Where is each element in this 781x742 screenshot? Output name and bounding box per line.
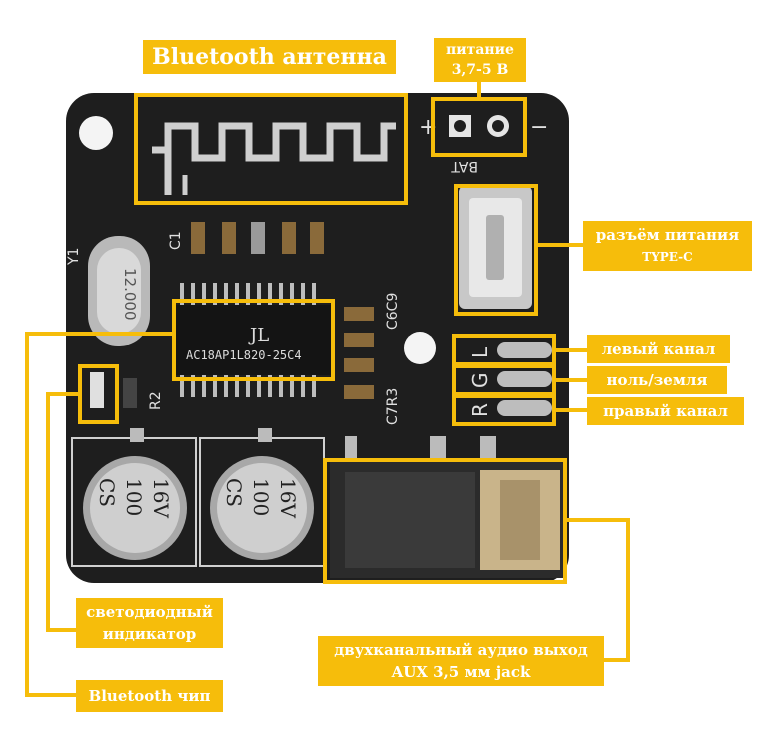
silk-crystal: 12.000 <box>121 268 139 321</box>
label-right-channel: правый канал <box>587 397 744 425</box>
label-antenna-text: Bluetooth антенна <box>152 44 387 70</box>
smd-c6 <box>344 307 374 321</box>
silk-minus: − <box>530 115 548 140</box>
label-left-channel-text: левый канал <box>601 340 716 358</box>
label-power-line2: 3,7-5 В <box>451 62 509 78</box>
electrolytic-capacitor-1: CS 100 16V <box>83 456 187 560</box>
pin-pad-g <box>497 371 552 387</box>
label-audio: двухканальный аудио выход AUX 3,5 мм jac… <box>318 636 604 686</box>
label-chip: Bluetooth чип <box>76 680 223 712</box>
label-left-channel: левый канал <box>587 335 730 363</box>
label-ground-text: ноль/земля <box>606 371 708 389</box>
smd-1 <box>191 222 205 254</box>
smd-c9 <box>344 333 374 347</box>
leader-lines <box>25 82 630 697</box>
pin-pad-r <box>497 400 552 416</box>
svg-text:100: 100 <box>249 478 273 516</box>
silk-bat: BAT <box>451 158 478 174</box>
silk-l: L <box>468 346 492 358</box>
silk-y1: Y1 <box>66 248 82 266</box>
chip-text: AC18AP1L820-25C4 <box>186 348 302 362</box>
label-ground: ноль/земля <box>587 366 727 394</box>
pin-pad-l <box>497 342 552 358</box>
silk-c6c9: C6C9 <box>385 293 401 330</box>
electrolytic-capacitor-2: CS 100 16V <box>210 456 314 560</box>
mounting-hole <box>79 116 113 150</box>
smd-r2 <box>123 378 137 408</box>
svg-text:100: 100 <box>122 478 146 516</box>
audio-jack <box>330 436 567 578</box>
silk-g: G <box>468 373 492 389</box>
smd-3 <box>251 222 265 254</box>
silk-r: R <box>468 403 492 417</box>
led-indicator <box>90 372 104 408</box>
label-audio-line2: AUX 3,5 мм jack <box>391 663 531 681</box>
svg-text:16V: 16V <box>276 478 300 518</box>
board-hole-2 <box>404 332 436 364</box>
bluetooth-chip <box>174 305 332 375</box>
smd-r3 <box>344 385 374 399</box>
svg-text:CS: CS <box>95 478 119 507</box>
chip-pins <box>180 283 316 397</box>
label-typec-line1: разъём питания <box>595 226 740 244</box>
label-led-line2: индикатор <box>102 625 197 643</box>
svg-text:16V: 16V <box>149 478 173 518</box>
chip-logo: JL <box>248 325 269 346</box>
label-led-line1: светодиодный <box>86 603 213 621</box>
label-led: светодиодный индикатор <box>76 598 223 648</box>
silk-c1: C1 <box>168 231 184 250</box>
silk-r2: R2 <box>148 391 164 410</box>
silk-c7r3: C7R3 <box>385 388 401 425</box>
label-power-line1: питание <box>446 42 514 58</box>
label-antenna: Bluetooth антенна <box>143 40 396 74</box>
smd-2 <box>222 222 236 254</box>
smd-4 <box>282 222 296 254</box>
smd-c7 <box>344 358 374 372</box>
label-audio-line1: двухканальный аудио выход <box>334 641 588 659</box>
label-chip-text: Bluetooth чип <box>88 687 211 705</box>
svg-text:CS: CS <box>222 478 246 507</box>
antenna-trace <box>152 122 396 162</box>
smd-5 <box>310 222 324 254</box>
label-power: питание 3,7-5 В <box>434 38 526 82</box>
label-typec: разъём питания TYPE-C <box>583 221 752 271</box>
label-typec-line2: TYPE-C <box>642 250 693 264</box>
label-right-channel-text: правый канал <box>603 402 728 420</box>
